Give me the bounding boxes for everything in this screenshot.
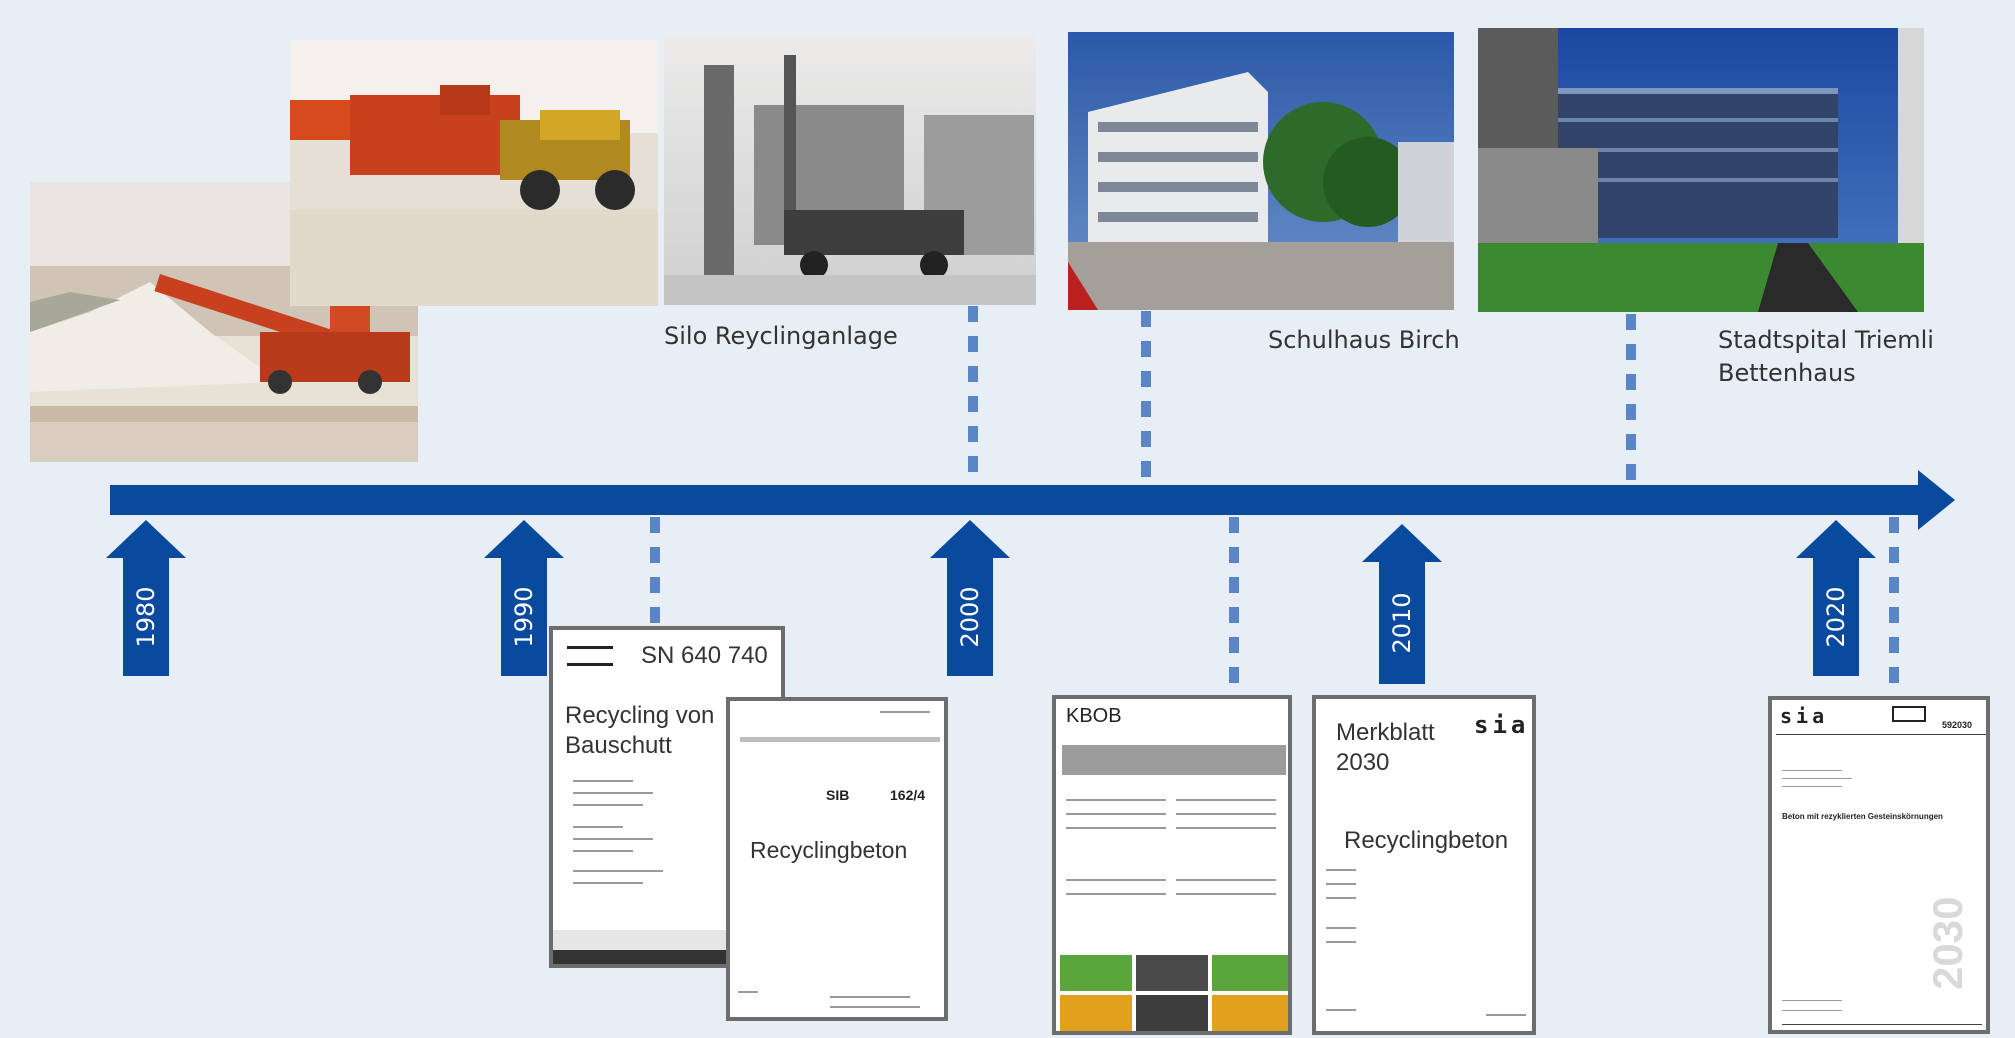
sn-title-line2: Bauschutt — [565, 732, 672, 759]
stadtspital-triemli-photo — [1478, 28, 1924, 312]
year-label: 2000 — [956, 586, 984, 648]
connector-kbob-doc — [1229, 517, 1239, 697]
sib-number: 162/4 — [890, 787, 926, 803]
year-label: 2020 — [1822, 586, 1850, 648]
document-sia-592030: sia 592030 Beton mit rezyklierten Gestei… — [1768, 696, 1990, 1034]
connector-sia-doc — [1889, 517, 1899, 697]
caption-silo-recyclinganlage: Silo Reyclinganlage — [664, 322, 898, 350]
connector-sn-doc — [650, 517, 660, 627]
year-marker-2020: 2020 — [1796, 520, 1876, 676]
sib-title: Recyclingbeton — [750, 837, 908, 863]
document-sib-162-4: SIB 162/4 Recyclingbeton — [726, 697, 948, 1021]
sia-brand: sia — [1780, 704, 1829, 728]
year-marker-2000: 2000 — [930, 520, 1010, 676]
kbob-brand: KBOB — [1066, 705, 1122, 727]
sia-title: Beton mit rezyklierten Gesteinskörnungen — [1782, 812, 1943, 821]
sn-code: SN 640 740 — [641, 642, 768, 669]
year-label: 1980 — [132, 586, 160, 648]
document-merkblatt-2030: Merkblatt 2030 sia Recyclingbeton — [1312, 695, 1536, 1035]
schulhaus-birch-photo — [1068, 32, 1454, 310]
crusher-loader-photo — [290, 40, 658, 306]
sia-watermark: 2030 — [1924, 896, 1971, 990]
year-marker-1980: 1980 — [106, 520, 186, 676]
connector-silo — [968, 306, 978, 484]
timeline-arrow — [110, 470, 1955, 530]
year-marker-2010: 2010 — [1362, 524, 1442, 684]
vss-logo — [567, 646, 613, 666]
merkblatt-title-line2: 2030 — [1336, 749, 1390, 776]
sia-number: 592030 — [1942, 720, 1973, 730]
sia-logo: sia — [1474, 711, 1530, 739]
connector-schulhaus — [1141, 311, 1151, 484]
caption-schulhaus-birch: Schulhaus Birch — [1268, 326, 1460, 354]
document-kbob: KBOB — [1052, 695, 1292, 1035]
sn-title-line1: Recycling von — [565, 702, 715, 729]
connector-triemli — [1626, 314, 1636, 484]
sib-code: SIB — [826, 787, 850, 803]
year-label: 2010 — [1388, 592, 1416, 654]
merkblatt-title-line1: Merkblatt — [1336, 719, 1435, 746]
caption-triemli-line1: Stadtspital Triemli — [1718, 326, 1934, 354]
caption-triemli-line2: Bettenhaus — [1718, 359, 1856, 387]
ssr-logo — [1892, 706, 1926, 722]
silo-construction-photo — [664, 35, 1036, 305]
year-marker-1990: 1990 — [484, 520, 564, 676]
merkblatt-subject: Recyclingbeton — [1344, 827, 1509, 854]
year-label: 1990 — [510, 586, 538, 648]
